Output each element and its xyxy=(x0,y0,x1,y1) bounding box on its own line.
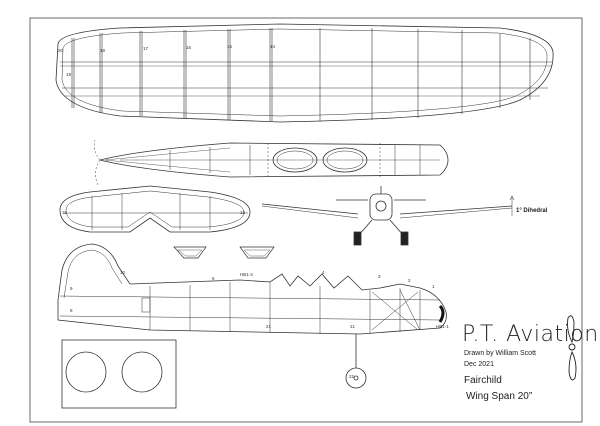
sheet-border xyxy=(29,17,583,423)
former-label-hb1-3: HB1-3 xyxy=(240,272,253,277)
fuselage-mark-10: 10 xyxy=(120,270,126,275)
tailplane-plan-view xyxy=(59,185,251,233)
rib-label-17: 17 xyxy=(143,46,149,51)
fuselage-side-view xyxy=(57,243,447,389)
drawn-by: Drawn by William Scott xyxy=(464,350,536,357)
fuselage-mark-4: 4 xyxy=(322,270,325,275)
fuselage-mark-2: 2 xyxy=(408,278,411,283)
fuselage-mark-6: 6 xyxy=(212,276,215,281)
small-parts xyxy=(173,246,275,259)
rib-label-20: 20 xyxy=(58,48,64,53)
tail-label-left: 11 xyxy=(62,210,67,215)
rib-label-16: 16 xyxy=(186,45,192,50)
brand-title: P.T. Aviation xyxy=(462,322,599,347)
rib-label-18: 18 xyxy=(100,48,106,53)
fuselage-mark-3: 3 xyxy=(378,274,381,279)
wheel-template-panel xyxy=(61,339,177,409)
wheel-label: 22 xyxy=(349,374,355,379)
fuselage-mark-21b: 21 xyxy=(350,324,356,329)
dihedral-label: 1° Dihedral xyxy=(516,208,548,214)
rib-label-19: 19 xyxy=(66,72,72,77)
former-label-hb1-1: HB1-1 xyxy=(436,324,449,329)
rib-label-15: 15 xyxy=(227,44,233,49)
propeller-icon xyxy=(567,315,577,381)
wing-span: Wing Span 20” xyxy=(466,391,533,402)
drawing-date: Dec 2021 xyxy=(464,361,494,368)
fuselage-top-view xyxy=(93,139,449,186)
rib-label-14: 14 xyxy=(270,44,276,49)
wing-plan-view xyxy=(55,23,554,123)
fuselage-mark-9: 9 xyxy=(70,286,73,291)
fuselage-mark-8: 8 xyxy=(70,308,73,313)
fuselage-mark-21: 21 xyxy=(266,324,272,329)
model-name: Fairchild xyxy=(464,375,502,386)
front-view xyxy=(261,186,515,246)
fuselage-mark-1: 1 xyxy=(432,284,435,289)
tail-label-right: 13 xyxy=(240,210,246,215)
